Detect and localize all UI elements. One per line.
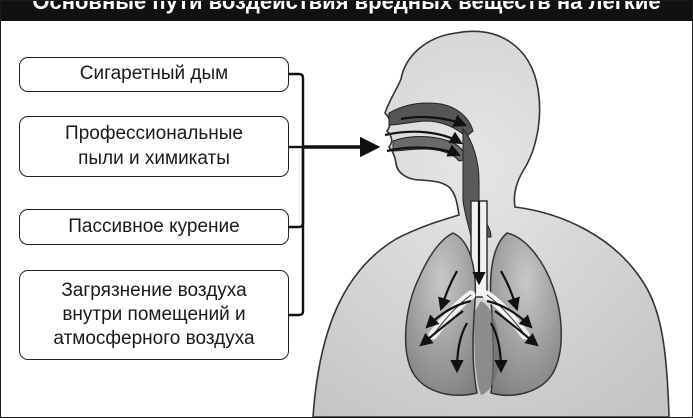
connector-lines — [289, 74, 303, 315]
source-label: Сигаретный дым — [80, 62, 228, 86]
source-box-air-pollution: Загрязнение воздуха внутри помещений и а… — [19, 270, 289, 360]
source-label: Пассивное курение — [68, 215, 239, 239]
source-label: Загрязнение воздуха внутри помещений и а… — [53, 279, 254, 351]
source-box-cigarette-smoke: Сигаретный дым — [19, 57, 289, 92]
source-box-occupational-dust: Профессиональные пыли и химикаты — [19, 116, 289, 177]
source-label: Профессиональные пыли и химикаты — [65, 122, 243, 170]
source-box-passive-smoking: Пассивное курение — [19, 209, 289, 245]
